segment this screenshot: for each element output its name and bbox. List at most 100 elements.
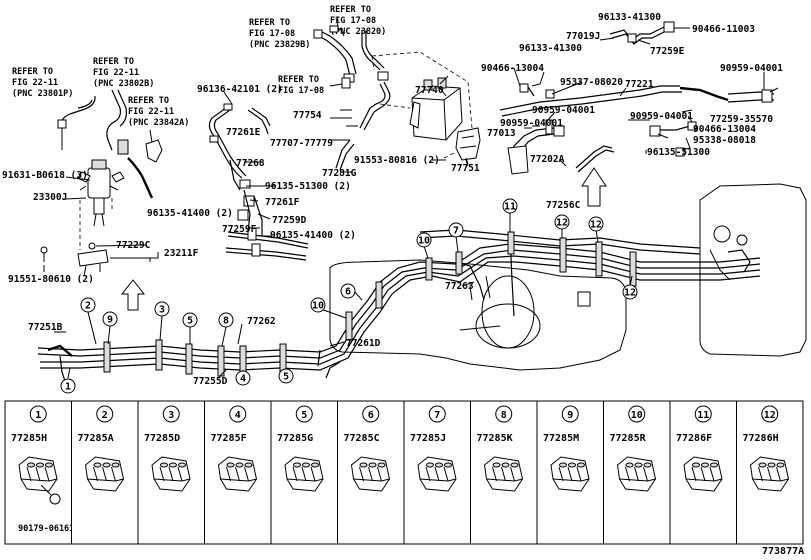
- callout-12: 12: [588, 216, 604, 232]
- callout-circle: [502, 198, 518, 214]
- callout-circle: [218, 312, 234, 328]
- callout-circle: [310, 297, 326, 313]
- label-77255D: 77255D: [193, 376, 228, 387]
- clamp-index-circle: [229, 405, 247, 423]
- reference-note-fig-17-08: REFER TO FIG 17-08: [278, 75, 324, 96]
- clamp-index: 2: [102, 410, 108, 421]
- label-96135-41400-a: 96135-41400 (2): [147, 208, 233, 219]
- label-91551-80610: 91551-80610 (2): [8, 274, 94, 285]
- callout-5: 5: [182, 312, 198, 328]
- ref-line: FIG 22-11: [93, 68, 139, 78]
- clamp-illustration: [151, 456, 191, 492]
- label-77221: 77221: [625, 79, 654, 90]
- callout-circle: [235, 370, 251, 386]
- callout-circle: [80, 297, 96, 313]
- callout-1: 1: [60, 378, 76, 394]
- label-77263: 77263: [445, 281, 474, 292]
- label-96136-42101: 96136-42101 (2): [197, 84, 283, 95]
- callout-2: 2: [80, 297, 96, 313]
- clamp-illustration: [417, 456, 457, 492]
- ref-line: (PNC 23802B): [93, 79, 154, 89]
- reference-note-23842A: REFER TO FIG 22-11 (PNC 23842A): [128, 96, 189, 128]
- canister-bracket: [443, 127, 481, 167]
- leaders-center: [223, 87, 469, 237]
- label-77259E: 77259E: [650, 46, 685, 57]
- clamp-index-circle: [362, 405, 380, 423]
- ref-line: (PNC 23820): [330, 27, 386, 37]
- clamp-part-code: 77285M: [543, 433, 579, 444]
- callout-9: 9: [102, 311, 118, 327]
- canister-outline: [371, 51, 473, 129]
- label-77259D: 77259D: [272, 215, 307, 226]
- clamp-illustration: [84, 456, 125, 492]
- label-23300J: 23300J: [33, 192, 67, 203]
- label-90959-04001-d: 90959-04001: [500, 118, 563, 129]
- bolt-icon: [49, 493, 61, 505]
- label-90466-13004-a: 90466-13004: [481, 63, 544, 74]
- clamp-illustration: [550, 456, 590, 492]
- clamp-part-code: 77285F: [211, 433, 247, 444]
- callout-circle: [416, 232, 432, 248]
- callout-circle: [588, 216, 604, 232]
- callout-number: 9: [107, 315, 113, 326]
- ref-line: REFER TO: [249, 18, 290, 28]
- callout-circle: [340, 283, 356, 299]
- callout-number: 6: [345, 287, 351, 298]
- callout-5: 5: [278, 368, 294, 384]
- evap-hoses: [208, 17, 391, 261]
- callout-3: 3: [154, 301, 170, 317]
- callout-number: 12: [556, 218, 568, 229]
- clamp-part-code: 77285C: [344, 433, 380, 444]
- leaders-top-left: [43, 176, 159, 272]
- clamp-index-circle: [295, 405, 313, 423]
- clamp-index: 9: [567, 410, 573, 421]
- clamp-illustration: [749, 456, 790, 492]
- clamp-index-circle: [162, 405, 180, 423]
- label-77281G: 77281G: [322, 168, 357, 179]
- ref-line: (PNC 23829B): [249, 40, 310, 50]
- reference-note-23802B: REFER TO FIG 22-11 (PNC 23802B): [93, 57, 154, 89]
- clamp-part-code: 77285A: [78, 433, 114, 444]
- clamp-index: 11: [697, 410, 709, 421]
- clamp-illustration: [18, 456, 58, 492]
- label-90959-04001-b: 90959-04001: [532, 105, 595, 116]
- direction-arrow-right: [581, 167, 607, 207]
- clamp-part-code: 77285G: [277, 433, 313, 444]
- callout-circle: [554, 214, 570, 230]
- clamp-index-circle: [694, 405, 712, 423]
- callout-number: 5: [283, 372, 289, 383]
- clamp-cell-6: 6 77285C: [337, 400, 405, 545]
- ref-line: FIG 17-08: [330, 16, 376, 26]
- label-77256C: 77256C: [546, 200, 581, 211]
- label-95338-08018: 95338-08018: [693, 135, 756, 146]
- clamp-part-code: 77286F: [676, 433, 712, 444]
- callout-circle: [622, 284, 638, 300]
- label-90466-13004-b: 90466-13004: [693, 124, 756, 135]
- clamp-index: 6: [368, 410, 374, 421]
- ref-line: REFER TO: [330, 5, 371, 15]
- label-23211F: 23211F: [164, 248, 199, 259]
- label-96133-41300-a: 96133-41300: [598, 12, 661, 23]
- clamp-cell-9: 9 77285M: [536, 400, 604, 545]
- label-77251B: 77251B: [28, 322, 63, 333]
- label-77019J: 77019J: [566, 31, 600, 42]
- clamp-part-code: 77285K: [477, 433, 513, 444]
- reference-note-23829B: REFER TO FIG 17-08 (PNC 23829B): [249, 18, 310, 50]
- label-91631-B0618: 91631-B0618 (3): [2, 170, 88, 181]
- label-77202A: 77202A: [530, 154, 565, 165]
- callout-11: 11: [502, 198, 518, 214]
- clamp-part-code: 77285J: [410, 433, 446, 444]
- callout-12: 12: [554, 214, 570, 230]
- clamp-index: 12: [764, 410, 776, 421]
- ref-line: FIG 22-11: [128, 107, 174, 117]
- clamp-index: 10: [631, 410, 643, 421]
- clamp-part-code: 77286H: [743, 433, 779, 444]
- callout-number: 12: [624, 288, 636, 299]
- direction-arrow: [120, 279, 146, 311]
- callout-circle: [154, 301, 170, 317]
- clamp-index: 5: [301, 410, 307, 421]
